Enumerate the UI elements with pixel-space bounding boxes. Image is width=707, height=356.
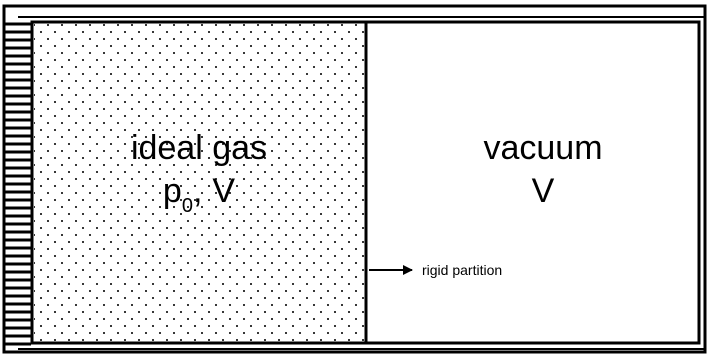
gas-chamber (34, 23, 366, 342)
gas-fill-dots (34, 23, 366, 342)
pressure-subscript: 0 (182, 195, 193, 217)
vacuum-label: vacuum (483, 129, 602, 167)
wall-outline (2, 4, 707, 354)
state-separator: , (193, 172, 202, 210)
insulated-wall (2, 4, 707, 354)
partition-label: rigid partition (422, 262, 502, 278)
vacuum-volume: V (532, 172, 555, 210)
gas-label: ideal gas (131, 129, 267, 167)
wall-hatching-left (5, 22, 31, 346)
pressure-symbol: p (163, 172, 182, 210)
gas-volume: V (212, 172, 235, 210)
gas-state-label: p0, V (163, 172, 236, 217)
